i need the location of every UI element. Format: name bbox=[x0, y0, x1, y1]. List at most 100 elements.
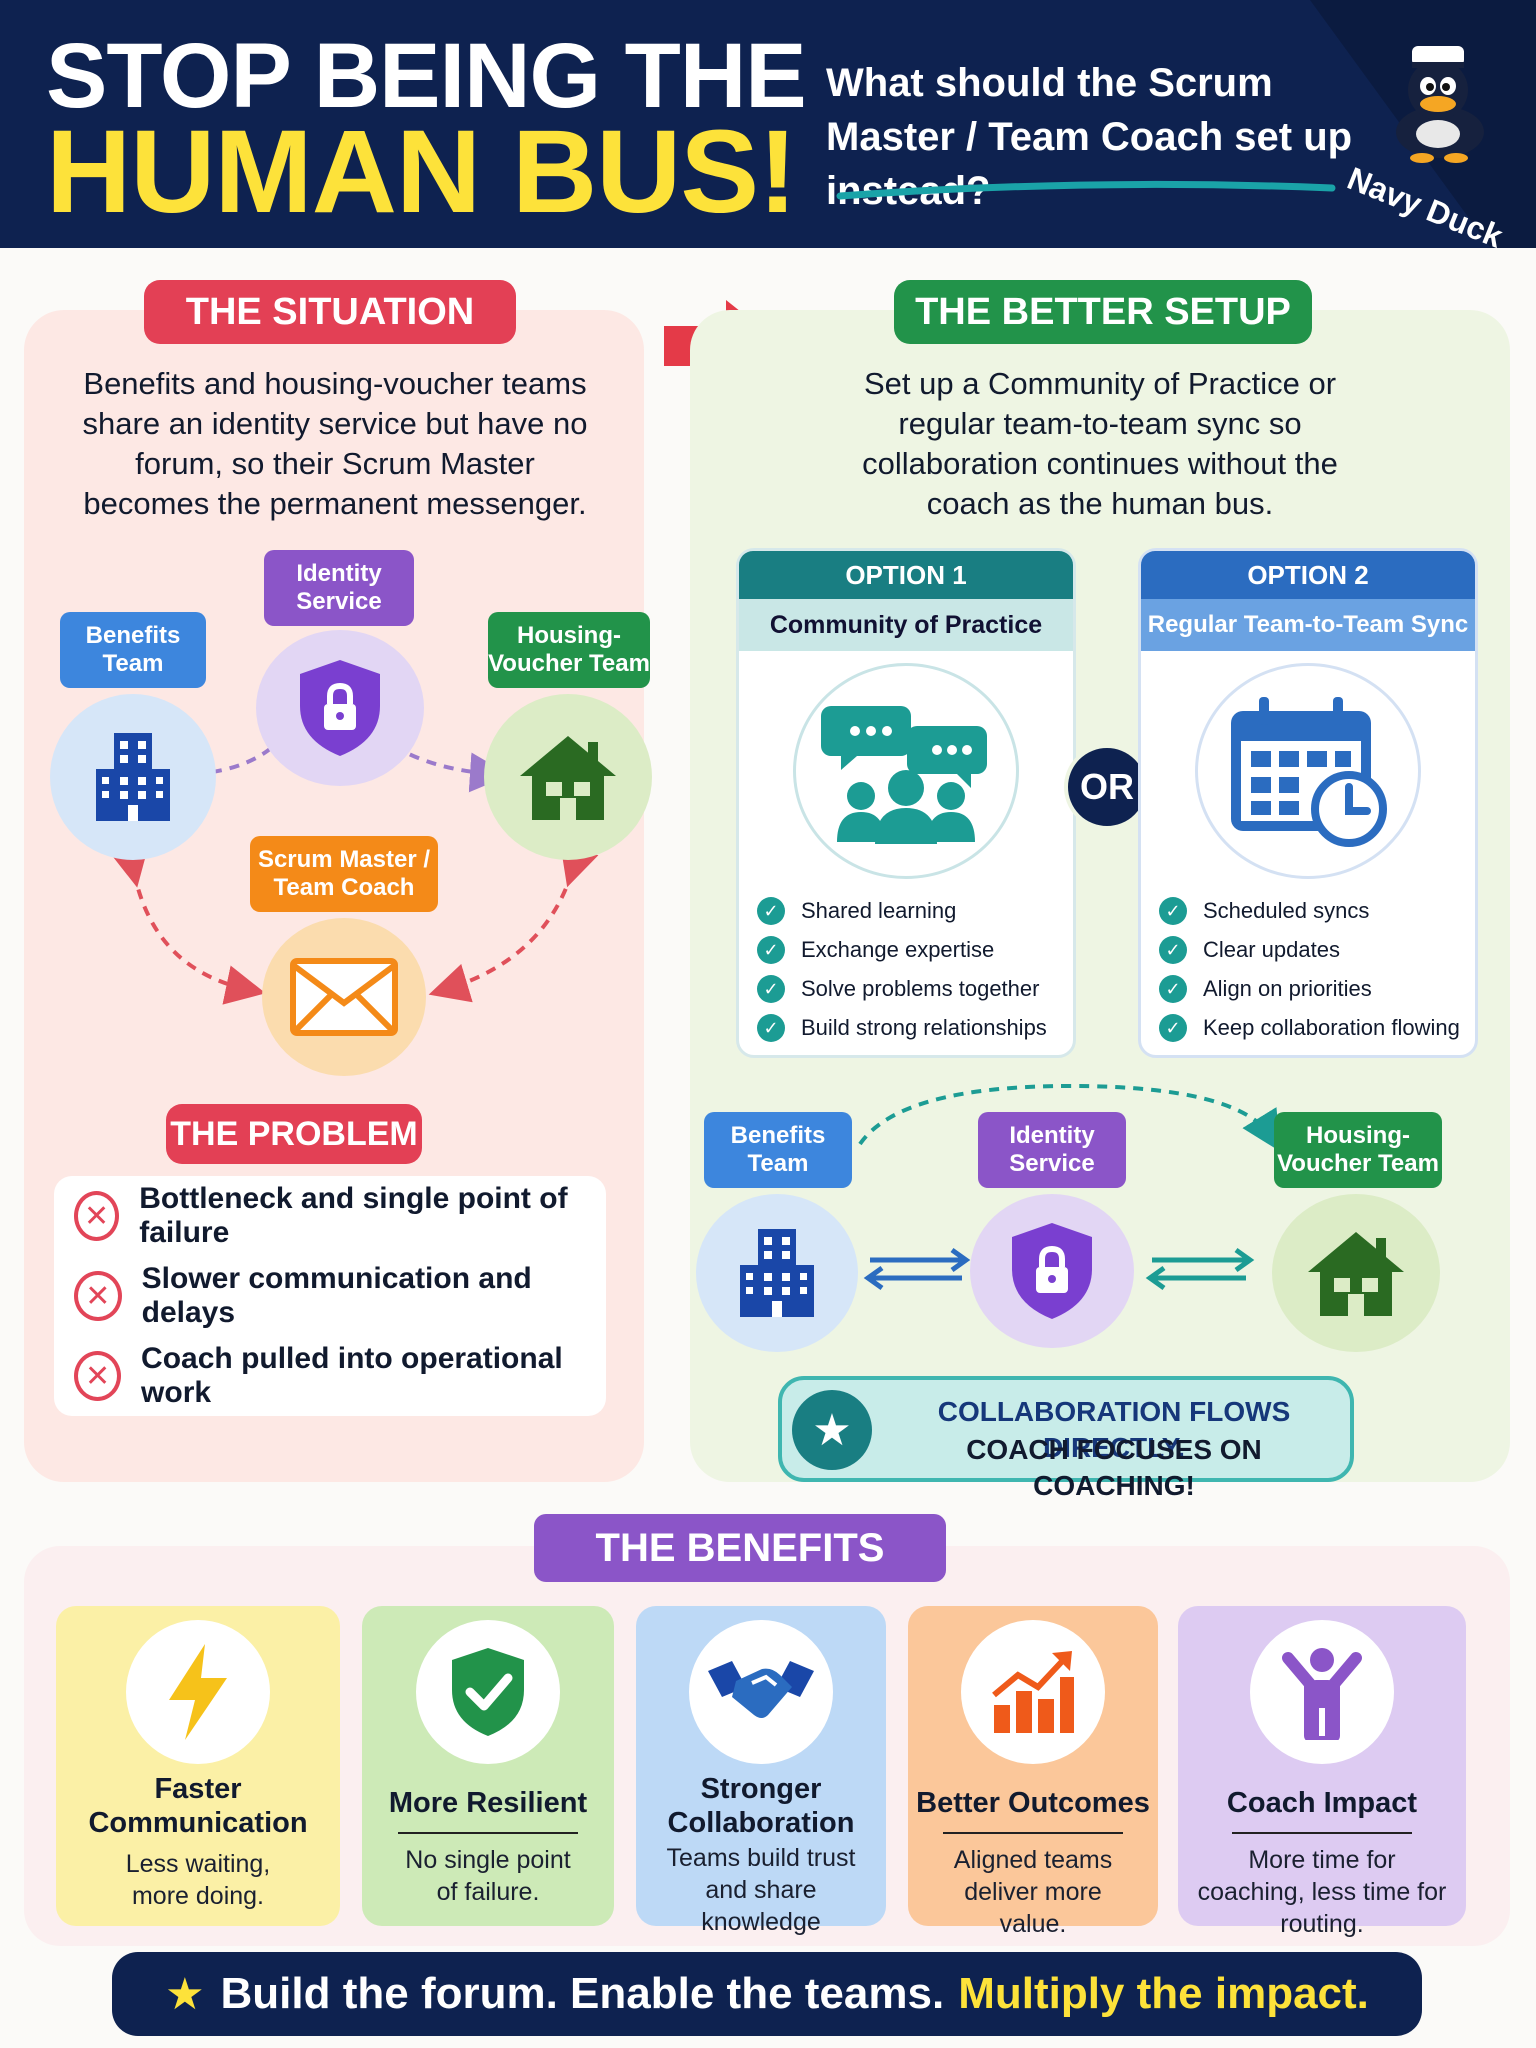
housing-voucher-team-node bbox=[484, 694, 652, 860]
benefit-desc: More time for coaching, less time for ro… bbox=[1197, 1846, 1447, 1938]
problem-item-text: Bottleneck and single point of failure bbox=[139, 1182, 568, 1249]
option-2-item: ✓ Keep collaboration flowing bbox=[1159, 1008, 1475, 1047]
better-setup-text: Set up a Community of Practice or regula… bbox=[862, 366, 1338, 521]
x-circle-icon: ✕ bbox=[74, 1351, 122, 1401]
benefit-card-collaboration: Stronger Collaboration Teams build trust… bbox=[636, 1606, 886, 1936]
benefit-card-coach: Coach Impact More time for coaching, les… bbox=[1178, 1606, 1466, 1938]
check-circle-icon: ✓ bbox=[757, 935, 785, 964]
benefit-title: Stronger Collaboration bbox=[667, 1773, 855, 1839]
calendar-clock-icon bbox=[1231, 697, 1387, 847]
x-circle-icon: ✕ bbox=[74, 1271, 122, 1321]
benefit-title: More Resilient bbox=[388, 1787, 588, 1819]
office-building-icon bbox=[96, 733, 170, 821]
better-setup-heading: THE BETTER SETUP bbox=[894, 280, 1312, 344]
benefit-title: Coach Impact bbox=[1226, 1787, 1418, 1819]
benefit-desc: No single point of failure. bbox=[405, 1846, 571, 1906]
shield-check-icon bbox=[416, 1620, 560, 1764]
benefits-team-node bbox=[50, 694, 216, 860]
title-line-2: HUMAN BUS! bbox=[46, 106, 797, 238]
community-icon-circle bbox=[793, 663, 1019, 879]
check-circle-icon: ✓ bbox=[1159, 1013, 1187, 1042]
option-1-item-text: Shared learning bbox=[801, 897, 957, 923]
shield-lock-icon bbox=[300, 660, 380, 756]
benefits-team-node bbox=[696, 1194, 858, 1352]
identity-service-label: Identity Service bbox=[978, 1112, 1126, 1188]
growth-chart-icon bbox=[961, 1620, 1105, 1764]
option-2-item-text: Clear updates bbox=[1203, 936, 1340, 962]
situation-text: Benefits and housing-voucher teams share… bbox=[82, 366, 588, 521]
problem-item: ✕ Slower communication and delays bbox=[54, 1256, 606, 1336]
envelope-icon bbox=[290, 958, 398, 1036]
benefit-divider bbox=[1232, 1832, 1412, 1834]
benefits-heading: THE BENEFITS bbox=[534, 1514, 946, 1582]
house-icon bbox=[1308, 1232, 1404, 1316]
star-icon: ★ bbox=[792, 1390, 872, 1470]
footer-banner: ★ Build the forum. Enable the teams. Mul… bbox=[112, 1952, 1422, 2036]
benefit-title: Faster Communication bbox=[88, 1773, 308, 1839]
option-2-item: ✓ Scheduled syncs bbox=[1159, 891, 1475, 930]
problem-item-text: Coach pulled into operational work bbox=[141, 1342, 563, 1409]
community-chat-icon bbox=[821, 706, 987, 844]
lightning-icon bbox=[126, 1620, 270, 1764]
title-line-1: STOP BEING THE bbox=[46, 25, 807, 127]
problem-item: ✕ Bottleneck and single point of failure bbox=[54, 1176, 606, 1256]
x-circle-icon: ✕ bbox=[74, 1191, 120, 1241]
check-circle-icon: ✓ bbox=[1159, 935, 1187, 964]
collaboration-callout: ★ COLLABORATION FLOWS DIRECTLY. COACH FO… bbox=[778, 1376, 1354, 1501]
benefit-desc: Aligned teams deliver more value. bbox=[953, 1846, 1113, 1938]
footer-highlight: Multiply the impact. bbox=[958, 1969, 1369, 2018]
check-circle-icon: ✓ bbox=[1159, 974, 1187, 1003]
check-circle-icon: ✓ bbox=[757, 896, 785, 925]
benefit-card-faster: Faster Communication Less waiting, more … bbox=[56, 1606, 340, 1926]
benefit-title: Better Outcomes bbox=[916, 1787, 1150, 1819]
footer-text: Build the forum. Enable the teams. bbox=[220, 1969, 945, 2018]
star-icon: ★ bbox=[165, 1969, 205, 2019]
benefit-desc: Less waiting, more doing. bbox=[125, 1850, 271, 1910]
duck-mascot-icon bbox=[1396, 46, 1484, 163]
option-1-card: OPTION 1 Community of Practice ✓ Shared l… bbox=[736, 548, 1076, 1058]
option-2-item: ✓Align on priorities bbox=[1159, 969, 1475, 1008]
problem-heading: THE PROBLEM bbox=[166, 1104, 422, 1164]
option-2-title: Regular Team-to-Team Sync bbox=[1141, 599, 1475, 651]
option-1-item-text: Build strong relationships bbox=[801, 1014, 1047, 1040]
option-2-item: ✓ Clear updates bbox=[1159, 930, 1475, 969]
calendar-icon-circle bbox=[1195, 663, 1421, 879]
teams-arc-connector bbox=[858, 1083, 1281, 1152]
house-icon bbox=[520, 736, 616, 820]
callout-line-1: COLLABORATION FLOWS DIRECTLY. bbox=[937, 1396, 1291, 1463]
situation-heading: THE SITUATION bbox=[144, 280, 516, 344]
identity-service-label: Identity Service bbox=[264, 550, 414, 626]
check-circle-icon: ✓ bbox=[757, 974, 785, 1003]
identity-service-node bbox=[970, 1194, 1134, 1348]
option-2-label: OPTION 2 bbox=[1141, 551, 1475, 599]
benefits-team-label: Benefits Team bbox=[60, 612, 206, 688]
scrum-master-label: Scrum Master / Team Coach bbox=[250, 836, 438, 912]
housing-voucher-team-node bbox=[1272, 1194, 1440, 1352]
underline-swoosh-icon bbox=[836, 180, 1336, 200]
benefit-desc: Teams build trust and share knowledge bbox=[666, 1844, 856, 1936]
benefit-divider bbox=[943, 1832, 1123, 1834]
option-1-title: Community of Practice bbox=[739, 599, 1073, 651]
check-circle-icon: ✓ bbox=[1159, 896, 1187, 925]
housing-voucher-team-label: Housing-Voucher Team bbox=[1274, 1112, 1442, 1188]
option-1-item-text: Exchange expertise bbox=[801, 936, 995, 962]
housing-voucher-team-label: Housing-Voucher Team bbox=[488, 612, 650, 688]
option-1-label: OPTION 1 bbox=[739, 551, 1073, 599]
option-1-item: ✓ Exchange expertise bbox=[757, 930, 1073, 969]
office-building-icon bbox=[740, 1229, 814, 1317]
double-arrow-green-icon bbox=[1145, 1247, 1255, 1291]
benefit-divider bbox=[398, 1832, 578, 1834]
problem-item-text: Slower communication and delays bbox=[141, 1262, 532, 1329]
callout-line-2: COACH FOCUSES ON COACHING! bbox=[966, 1434, 1262, 1501]
option-1-item-text: Solve problems together bbox=[801, 975, 1040, 1001]
benefit-card-resilient: More Resilient No single point of failur… bbox=[362, 1606, 614, 1926]
option-2-item-text: Keep collaboration flowing bbox=[1203, 1014, 1460, 1040]
option-2-item-text: Scheduled syncs bbox=[1203, 897, 1370, 923]
problem-list: ✕ Bottleneck and single point of failure… bbox=[54, 1176, 606, 1416]
identity-service-node bbox=[256, 630, 424, 786]
option-1-item: ✓ Solve problems together bbox=[757, 969, 1073, 1008]
person-cheer-icon bbox=[1250, 1620, 1394, 1764]
header-banner: STOP BEING THE HUMAN BUS! What should th… bbox=[0, 0, 1536, 248]
shield-lock-icon bbox=[1012, 1223, 1092, 1319]
benefits-team-label: Benefits Team bbox=[704, 1112, 852, 1188]
